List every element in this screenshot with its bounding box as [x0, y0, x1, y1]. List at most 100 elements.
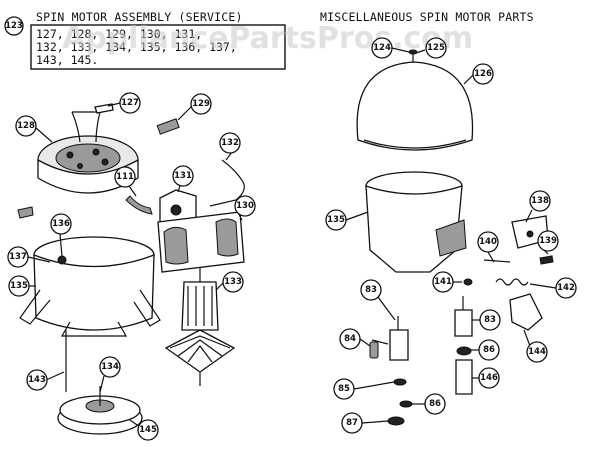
- callout-83-left: 83: [360, 279, 382, 301]
- nut-part: [393, 378, 407, 386]
- motor-housing-part-right: [365, 171, 467, 273]
- svg-text:129: 129: [192, 99, 210, 109]
- callout-142: 142: [555, 277, 577, 299]
- callout-141: 141: [432, 271, 454, 293]
- callout-132: 132: [219, 132, 241, 154]
- brush-part: [156, 118, 180, 135]
- callout-86-lower: 86: [424, 393, 446, 415]
- callout-133: 133: [222, 271, 244, 293]
- svg-text:85: 85: [338, 384, 350, 394]
- callout-131: 131: [172, 165, 194, 187]
- callout-140: 140: [477, 231, 499, 253]
- washer-part: [463, 278, 473, 286]
- box-line-2: 132, 133, 134, 135, 136, 137,: [36, 40, 237, 54]
- callout-138: 138: [529, 190, 551, 212]
- svg-text:123: 123: [5, 21, 23, 31]
- pin-part: [483, 259, 511, 263]
- callout-129: 129: [190, 93, 212, 115]
- callout-135: 135: [8, 275, 30, 297]
- callout-144: 144: [526, 341, 548, 363]
- box-line-1: 127, 128, 129, 130, 131,: [36, 27, 202, 41]
- callout-135-right: 135: [325, 209, 347, 231]
- callout-125: 125: [425, 37, 447, 59]
- callout-123: 123: [4, 16, 24, 36]
- lower-spacer-part: [399, 400, 413, 408]
- motor-housing-part: [19, 236, 161, 337]
- svg-text:83: 83: [365, 285, 377, 295]
- right-section-title: MISCELLANEOUS SPIN MOTOR PARTS: [320, 10, 534, 24]
- screw-washer-part: [408, 49, 418, 66]
- lead-wire-part: [209, 159, 245, 207]
- mount-post-part: [454, 296, 473, 337]
- svg-text:144: 144: [528, 347, 546, 357]
- svg-text:136: 136: [52, 219, 70, 229]
- leader-lines-left: [27, 102, 243, 428]
- svg-text:87: 87: [346, 418, 358, 428]
- svg-text:132: 132: [221, 138, 239, 148]
- bumper-post-part: [369, 316, 409, 361]
- svg-text:146: 146: [480, 373, 498, 383]
- actuator-part: [509, 293, 543, 331]
- field-coil-part: [157, 211, 245, 273]
- svg-text:140: 140: [479, 237, 497, 247]
- lock-nut-part: [387, 416, 405, 426]
- callout-127: 127: [119, 92, 141, 114]
- small-screw-part: [539, 255, 554, 265]
- callout-137: 137: [7, 246, 29, 268]
- svg-text:130: 130: [236, 201, 254, 211]
- svg-text:135: 135: [327, 215, 345, 225]
- armature-part: [164, 268, 236, 386]
- callout-128: 128: [15, 115, 37, 137]
- callout-87: 87: [341, 412, 363, 434]
- svg-text:86: 86: [429, 399, 441, 409]
- callout-136: 136: [50, 213, 72, 235]
- callout-126: 126: [472, 63, 494, 85]
- svg-text:127: 127: [121, 98, 139, 108]
- svg-text:137: 137: [9, 252, 27, 262]
- motor-end-bell-part: [37, 111, 139, 194]
- svg-text:145: 145: [139, 425, 157, 435]
- leader-lines-right: [345, 47, 557, 424]
- callout-146: 146: [478, 367, 500, 389]
- callout-85: 85: [333, 378, 355, 400]
- svg-text:126: 126: [474, 69, 492, 79]
- tube-part: [455, 359, 473, 395]
- callout-139: 139: [537, 230, 559, 252]
- svg-text:141: 141: [434, 277, 452, 287]
- callout-134: 134: [99, 356, 121, 378]
- svg-text:111: 111: [116, 172, 134, 182]
- watermark: AppliancePartsPros.com: [62, 21, 473, 56]
- svg-text:133: 133: [224, 277, 242, 287]
- svg-text:139: 139: [539, 236, 557, 246]
- service-parts-box: [30, 24, 286, 70]
- callout-111: 111: [114, 166, 136, 188]
- left-section-title: SPIN MOTOR ASSEMBLY (SERVICE): [36, 10, 243, 24]
- svg-text:124: 124: [373, 43, 391, 53]
- svg-text:134: 134: [101, 362, 119, 372]
- box-line-3: 143, 145.: [36, 53, 98, 67]
- spring-part: [495, 278, 529, 286]
- callout-130: 130: [234, 195, 256, 217]
- motor-cover-part: [356, 61, 474, 151]
- svg-text:83: 83: [484, 315, 496, 325]
- svg-text:138: 138: [531, 196, 549, 206]
- spacer-part: [456, 346, 472, 356]
- callout-84: 84: [339, 328, 361, 350]
- callout-86-upper: 86: [478, 339, 500, 361]
- svg-text:135: 135: [10, 281, 28, 291]
- svg-text:143: 143: [28, 375, 46, 385]
- svg-text:131: 131: [174, 171, 192, 181]
- svg-text:142: 142: [557, 283, 575, 293]
- callout-143: 143: [26, 369, 48, 391]
- callout-145: 145: [137, 419, 159, 441]
- clip-part-2: [125, 195, 153, 215]
- callout-124: 124: [371, 37, 393, 59]
- callout-83-right: 83: [479, 309, 501, 331]
- svg-text:86: 86: [483, 345, 495, 355]
- small-clip-part: [17, 206, 34, 219]
- pulley-part: [57, 386, 143, 435]
- rivet-part: [57, 255, 67, 265]
- svg-text:84: 84: [344, 334, 356, 344]
